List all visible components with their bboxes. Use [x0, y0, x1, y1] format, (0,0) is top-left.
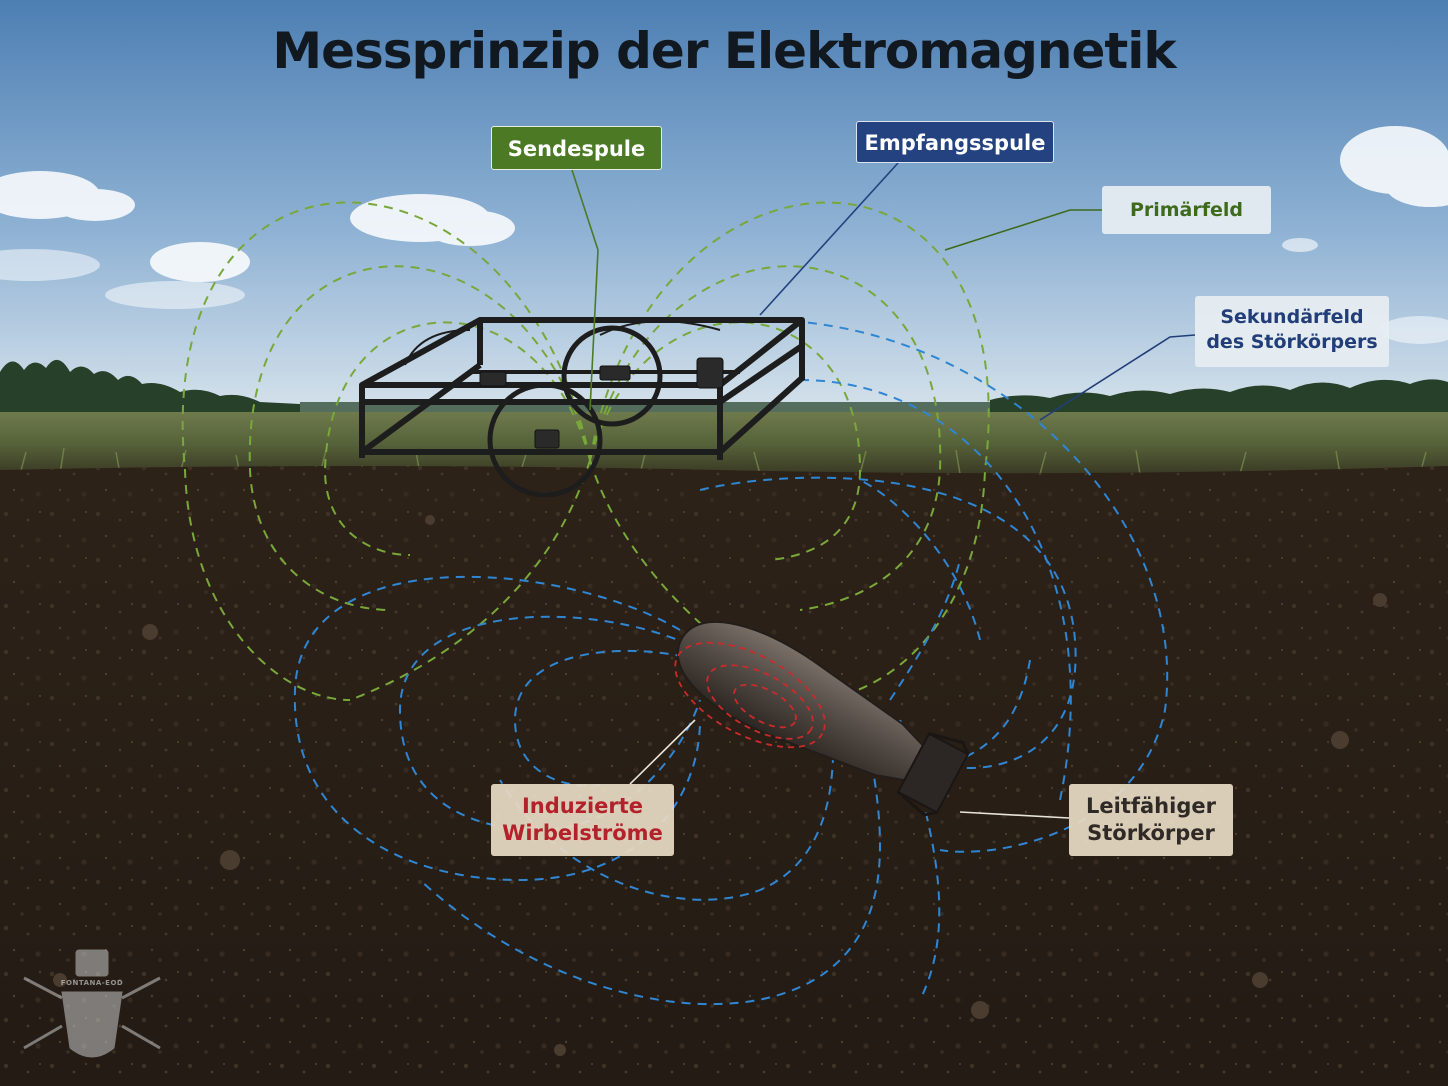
label-stoerkoerper-line2: Störkörper [1087, 821, 1215, 846]
label-sendespule-text: Sendespule [507, 137, 646, 161]
eddy-current-lines [674, 641, 826, 749]
eod-bomb-logo-icon [23, 949, 161, 1058]
label-empfangsspule: Empfangsspule [856, 121, 1054, 163]
grass-surface [0, 412, 1448, 474]
primary-field-lines [181, 201, 990, 701]
leader-lines [571, 162, 1196, 819]
label-sekundaerfeld: Sekundärfeld des Störkörpers [1195, 296, 1389, 367]
survey-frame [359, 317, 805, 498]
label-stoerkoerper-line1: Leitfähiger [1086, 794, 1216, 818]
label-stoerkoerper: Leitfähiger Störkörper [1069, 784, 1233, 856]
label-wirbelstroeme-line1: Induzierte [521, 794, 644, 818]
label-primaerfeld-text: Primärfeld [1129, 199, 1244, 221]
eod-logo: FONTANA-EOD [22, 948, 162, 1066]
label-sekundaerfeld-line2: des Störkörpers [1206, 330, 1378, 353]
coil-electronics [479, 357, 724, 449]
clouds [0, 126, 1448, 344]
page-title: Messprinzip der Elektromagnetik [272, 22, 1176, 80]
eod-logo-text: FONTANA-EOD [60, 979, 124, 987]
grass-tufts [19, 447, 1427, 475]
soil-texture [0, 466, 1448, 1086]
label-sekundaerfeld-line1: Sekundärfeld [1220, 306, 1364, 328]
label-sendespule: Sendespule [491, 126, 662, 170]
label-empfangsspule-text: Empfangsspule [864, 131, 1046, 155]
soil-stones [53, 515, 1387, 1056]
label-primaerfeld: Primärfeld [1102, 186, 1271, 234]
label-wirbelstroeme-line2: Wirbelströme [502, 821, 663, 846]
conductive-body [676, 620, 970, 817]
label-wirbelstroeme: Induzierte Wirbelströme [491, 784, 674, 856]
